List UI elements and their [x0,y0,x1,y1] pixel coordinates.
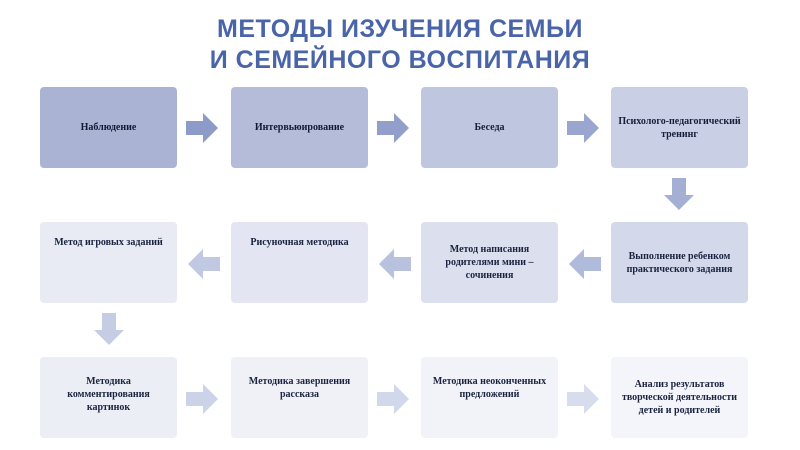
method-box-creative-analysis: Анализ результатов творческой деятельнос… [611,357,748,438]
method-box-training: Психолого-педагогический тренинг [611,87,748,168]
arrow-down-icon [664,178,694,210]
method-box-picture-commenting: Методика комментирования картинок [40,357,177,438]
title-line-2: И СЕМЕЙНОГО ВОСПИТАНИЯ [209,46,591,74]
arrow-right-icon [186,384,218,414]
method-box-drawing: Рисуночная методика [231,222,368,303]
arrow-right-icon [377,384,409,414]
method-box-unfinished-sentences: Методика неоконченных предложений [421,357,558,438]
page-title: МЕТОДЫ ИЗУЧЕНИЯ СЕМЬИ И СЕМЕЙНОГО ВОСПИТ… [0,14,800,76]
arrow-left-icon [569,249,601,279]
method-box-game-tasks: Метод игровых заданий [40,222,177,303]
method-box-practical-task: Выполнение ребенком практического задани… [611,222,748,303]
arrow-left-icon [188,249,220,279]
method-box-mini-essay: Метод написания родителями мини – сочине… [421,222,558,303]
arrow-right-icon [567,113,599,143]
arrow-left-icon [379,249,411,279]
method-box-story-completion: Методика завершения рассказа [231,357,368,438]
arrow-right-icon [567,384,599,414]
method-box-conversation: Беседа [421,87,558,168]
arrow-down-icon [94,313,124,345]
arrow-right-icon [377,113,409,143]
title-line-1: МЕТОДЫ ИЗУЧЕНИЯ СЕМЬИ [217,15,583,43]
method-box-observation: Наблюдение [40,87,177,168]
arrow-right-icon [186,113,218,143]
method-box-interviewing: Интервьюирование [231,87,368,168]
